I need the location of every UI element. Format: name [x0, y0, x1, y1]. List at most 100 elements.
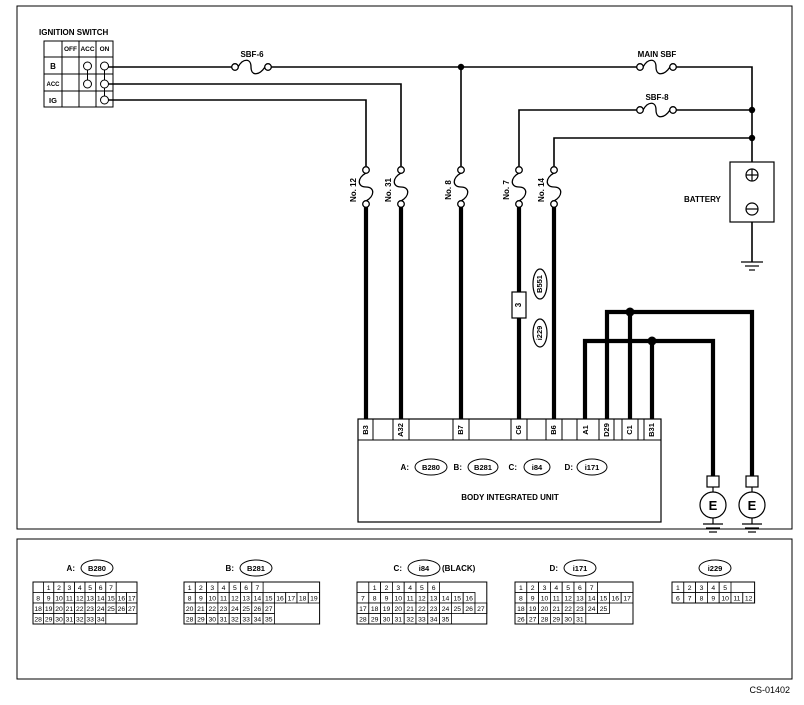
connector-pin-number: 7 [361, 596, 365, 603]
fuse-no-7-label: No. 7 [502, 180, 511, 200]
connector-pin-cell [597, 602, 610, 614]
connector-pin-number: 16 [612, 596, 620, 603]
connector-pin-number: 7 [109, 585, 113, 592]
connector-pin-number: 19 [45, 606, 53, 613]
connector-pin-number: 25 [242, 606, 250, 613]
connector-pin-number: 27 [265, 606, 273, 613]
connector-pin-number: 16 [118, 596, 126, 603]
connector-pin-number: 2 [199, 585, 203, 592]
connector-pin-number: 1 [373, 585, 377, 592]
connector-pin-number: 4 [408, 585, 412, 592]
unit-connector-id: i84 [532, 463, 543, 472]
connector-pin-number: 15 [454, 596, 462, 603]
connector-pin-number: 10 [541, 596, 549, 603]
connector-pin-number: 13 [576, 596, 584, 603]
connector-pin-number: 17 [359, 606, 367, 613]
unit-pin-strip [358, 419, 661, 441]
connector-pin-number: 7 [688, 596, 692, 603]
connector-pin-number: 34 [97, 617, 105, 624]
connector-pin-number: 30 [55, 617, 63, 624]
unit-pin-label: B3 [361, 425, 370, 435]
connector-pin-number: 9 [711, 596, 715, 603]
connector-view-suffix: (BLACK) [442, 564, 476, 573]
connector-pin-number: 15 [600, 596, 608, 603]
connector-pin-number: 20 [55, 606, 63, 613]
unit-pin-label: B7 [456, 425, 465, 435]
connector-pin-number: 18 [517, 606, 525, 613]
connector-pin-number: 6 [99, 585, 103, 592]
connector-pin-number: 28 [186, 617, 194, 624]
connector-view-id: i84 [419, 564, 430, 573]
connector-pin-number: 21 [197, 606, 205, 613]
connector-pin-number: 2 [57, 585, 61, 592]
connector-pin-number: 1 [676, 585, 680, 592]
connector-pin-number: 6 [432, 585, 436, 592]
connector-pin-number: 20 [395, 606, 403, 613]
unit-name: BODY INTEGRATED UNIT [461, 493, 559, 502]
ground-terminal-e1 [699, 475, 727, 533]
connector-pin-number: 5 [723, 585, 727, 592]
connector-pin-number: 14 [442, 596, 450, 603]
connector-pin-number: 9 [531, 596, 535, 603]
connector-view-badge [563, 559, 597, 577]
connector-pin-number: 31 [576, 617, 584, 624]
connector-pin-number: 24 [97, 606, 105, 613]
unit-connector-badge [414, 458, 448, 476]
connector-pin-number: 11 [553, 596, 560, 603]
connector-pin-number: 21 [553, 606, 561, 613]
connector-pin-number: 3 [68, 585, 72, 592]
harness-wires [363, 207, 755, 476]
switch-row-b: B [50, 62, 56, 71]
connector-pin-number: 23 [220, 606, 228, 613]
connector-view-prefix: A: [67, 564, 75, 573]
connector-pin-number: 26 [517, 617, 525, 624]
fuse-sbf-6 [231, 59, 272, 75]
connector-pin-number: 31 [395, 617, 403, 624]
connector-pin-number: 22 [208, 606, 216, 613]
connector-pin-number: 29 [197, 617, 205, 624]
connector-pin-number: 19 [310, 596, 318, 603]
thin-wires [108, 66, 753, 262]
unit-pin-label: D29 [602, 423, 611, 437]
connector-pin-number: 11 [220, 596, 227, 603]
connector-pin-number: 11 [66, 596, 73, 603]
unit-pin-label: C6 [514, 425, 523, 435]
connector-pin-number: 6 [244, 585, 248, 592]
connector-pin-number: 10 [208, 596, 216, 603]
connector-view-badge [80, 559, 114, 577]
connector-pin-number: 2 [385, 585, 389, 592]
connector-pin-number: 35 [265, 617, 273, 624]
connector-pin-number: 29 [553, 617, 561, 624]
ignition-switch-title: IGNITION SWITCH [39, 28, 109, 37]
connector-pin-number: 29 [371, 617, 379, 624]
fuse-sbf-8 [636, 102, 677, 118]
connector-view-badge [698, 559, 732, 577]
connector-pin-number: 27 [128, 606, 136, 613]
connector-pin-number: 29 [45, 617, 53, 624]
connector-pin-number: 13 [86, 596, 94, 603]
connector-view-id: i229 [708, 564, 723, 573]
connector-pin-number: 11 [407, 596, 414, 603]
fuse-no-14 [546, 166, 562, 208]
connector-pin-number: 8 [373, 596, 377, 603]
switch-col-off: OFF [64, 46, 77, 53]
connector-pin-number: 15 [265, 596, 273, 603]
connector-pin-number: 30 [564, 617, 572, 624]
connector-pin-number: 22 [76, 606, 84, 613]
connector-pin-number: 5 [566, 585, 570, 592]
fuse-no-7 [511, 166, 527, 208]
unit-pin-label: B31 [647, 423, 656, 437]
fuse-no-31 [393, 166, 409, 208]
fuse-sbf-6-label: SBF-6 [240, 50, 264, 59]
connector-pin-number: 5 [233, 585, 237, 592]
connector-pin-number: 10 [55, 596, 63, 603]
connector-pin-number: 26 [118, 606, 126, 613]
joint-connector [511, 291, 527, 319]
unit-connector-prefix: D: [565, 463, 573, 472]
switch-row-acc: ACC [47, 82, 61, 88]
fuse-no-14-label: No. 14 [537, 177, 546, 202]
connector-pin-number: 35 [442, 617, 450, 624]
connector-pin-number: 5 [420, 585, 424, 592]
connector-pin-number: 20 [541, 606, 549, 613]
